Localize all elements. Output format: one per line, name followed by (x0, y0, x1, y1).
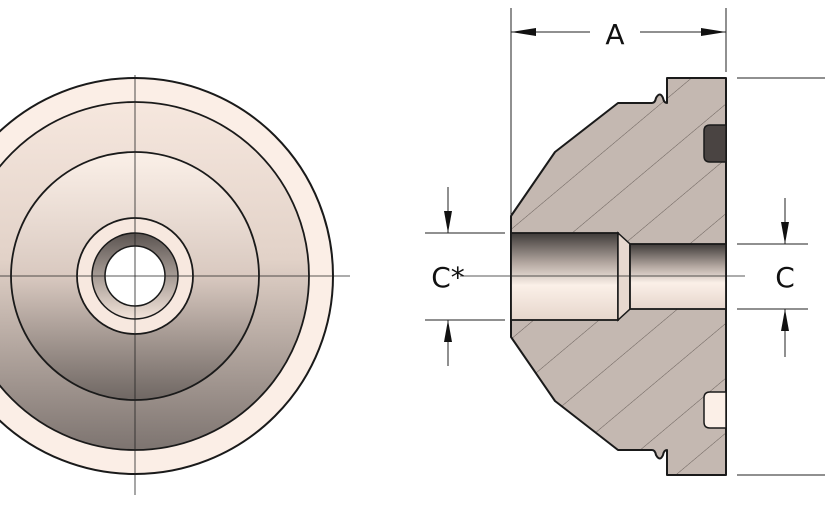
through-bore-section (629, 243, 727, 310)
dimension-c-label: C (775, 261, 795, 294)
height-extension-lines (737, 77, 825, 476)
chamfer (617, 231, 631, 322)
counterbore-section (510, 232, 619, 321)
dimension-c (737, 198, 808, 357)
lower-slot (703, 391, 727, 429)
dimension-a-label: A (605, 18, 624, 51)
dimension-c-star (425, 187, 505, 366)
dimension-a (510, 8, 727, 216)
upper-slot (703, 124, 727, 163)
front-view (0, 75, 350, 495)
dimension-c-star-label: C* (431, 261, 465, 294)
section-view (460, 77, 745, 476)
